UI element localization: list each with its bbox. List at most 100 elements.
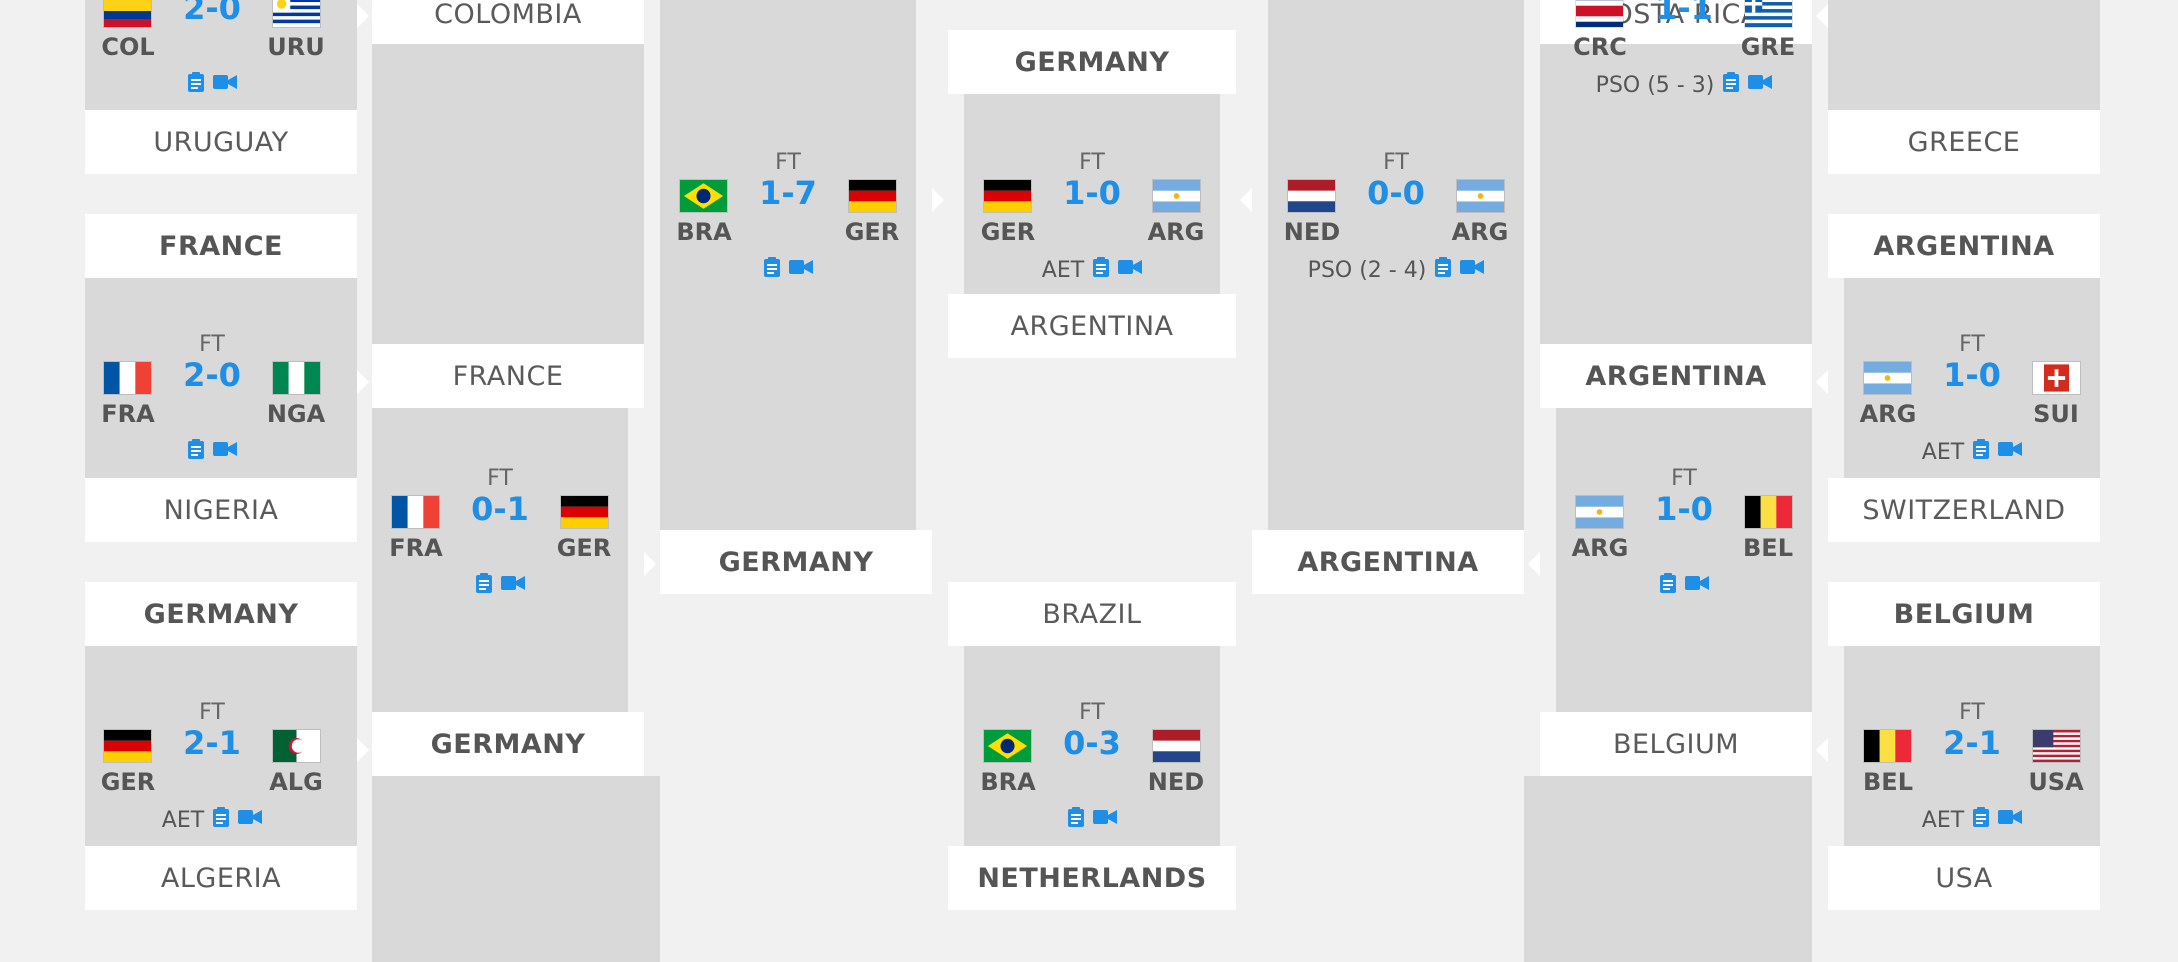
team-france[interactable]: FRANCE (85, 214, 357, 278)
team-name: ARGENTINA (1010, 310, 1174, 342)
gre-flag-icon (1745, 0, 1792, 27)
home-team-code: BEL (1863, 768, 1913, 796)
match-status: FT (199, 332, 225, 357)
match-score[interactable]: 2-0 (183, 356, 241, 394)
clipboard-icon[interactable] (187, 71, 205, 99)
team-name: BELGIUM (1612, 728, 1740, 760)
crc-flag-icon (1576, 0, 1623, 27)
team-brazil[interactable]: BRAZIL (948, 582, 1236, 646)
team-name: NETHERLANDS (977, 862, 1207, 894)
team-name: BRAZIL (1042, 598, 1142, 630)
video-camera-icon[interactable] (1118, 257, 1143, 283)
away-team-code: ARG (1147, 218, 1205, 246)
team-argentina-qf[interactable]: ARGENTINA (1540, 344, 1812, 408)
bracket-arrow (357, 738, 369, 762)
video-camera-icon[interactable] (1748, 72, 1773, 98)
team-usa[interactable]: USA (1828, 846, 2100, 910)
team-argentina-final[interactable]: ARGENTINA (948, 294, 1236, 358)
match-links: AET (1862, 438, 2082, 466)
team-switzerland[interactable]: SWITZERLAND (1828, 478, 2100, 542)
match-note: AET (1921, 807, 1965, 833)
match-score[interactable]: 1-1 (1655, 0, 1713, 27)
match-score[interactable]: 2-0 (183, 0, 241, 27)
match-card-fra-ger[interactable] (372, 408, 628, 712)
clipboard-icon[interactable] (1972, 806, 1990, 834)
team-france-qf[interactable]: FRANCE (372, 344, 644, 408)
team-nigeria[interactable]: NIGERIA (85, 478, 357, 542)
clipboard-icon[interactable] (763, 256, 781, 284)
team-germany-sf[interactable]: GERMANY (660, 530, 932, 594)
match-links (982, 806, 1202, 834)
match-score[interactable]: 1-0 (1943, 356, 2001, 394)
arg-flag-icon (1864, 362, 1911, 394)
clipboard-icon[interactable] (1434, 256, 1452, 284)
team-netherlands[interactable]: NETHERLANDS (948, 846, 1236, 910)
match-score[interactable]: 2-1 (183, 724, 241, 762)
match-links (1574, 572, 1794, 600)
clipboard-icon[interactable] (212, 806, 230, 834)
match-card-crc-gre[interactable] (1828, 0, 2100, 110)
team-colombia[interactable]: COLOMBIA (372, 0, 644, 44)
match-score[interactable]: 2-1 (1943, 724, 2001, 762)
team-belgium-r16[interactable]: BELGIUM (1828, 582, 2100, 646)
team-argentina-sf[interactable]: ARGENTINA (1252, 530, 1524, 594)
team-uruguay[interactable]: URUGUAY (85, 110, 357, 174)
match-score[interactable]: 0-0 (1367, 174, 1425, 212)
video-camera-icon[interactable] (789, 257, 813, 283)
video-camera-icon[interactable] (1998, 807, 2023, 833)
match-score[interactable]: 0-3 (1063, 724, 1121, 762)
team-germany[interactable]: GERMANY (85, 582, 357, 646)
clipboard-icon[interactable] (1722, 71, 1740, 99)
team-name: ARGENTINA (1297, 546, 1479, 578)
clipboard-icon[interactable] (1092, 256, 1110, 284)
match-score[interactable]: 1-7 (759, 174, 817, 212)
match-links: AET (982, 256, 1202, 284)
match-score[interactable]: 1-0 (1655, 490, 1713, 528)
alg-flag-icon (273, 730, 320, 762)
clipboard-icon[interactable] (1067, 806, 1085, 834)
team-argentina-r16[interactable]: ARGENTINA (1828, 214, 2100, 278)
team-name: SWITZERLAND (1862, 494, 2066, 526)
team-germany-final[interactable]: GERMANY (948, 30, 1236, 94)
match-links (678, 256, 898, 284)
match-card-bra-ger[interactable] (660, 0, 916, 530)
video-camera-icon[interactable] (238, 807, 263, 833)
match-score[interactable]: 0-1 (471, 490, 529, 528)
team-germany-qf[interactable]: GERMANY (372, 712, 644, 776)
match-score[interactable]: 1-0 (1063, 174, 1121, 212)
qf-bracket-panel-lower (372, 776, 660, 962)
match-card-arg-bel[interactable] (1556, 408, 1812, 712)
team-name: USA (1935, 862, 1993, 894)
video-camera-icon[interactable] (1685, 573, 1709, 599)
team-belgium-qf[interactable]: BELGIUM (1540, 712, 1812, 776)
team-greece[interactable]: GREECE (1828, 110, 2100, 174)
video-camera-icon[interactable] (213, 439, 237, 465)
team-name: ARGENTINA (1873, 230, 2055, 262)
video-camera-icon[interactable] (501, 573, 525, 599)
clipboard-icon[interactable] (1659, 572, 1677, 600)
clipboard-icon[interactable] (1972, 438, 1990, 466)
clipboard-icon[interactable] (187, 438, 205, 466)
team-algeria[interactable]: ALGERIA (85, 846, 357, 910)
clipboard-icon[interactable] (475, 572, 493, 600)
video-camera-icon[interactable] (1998, 439, 2023, 465)
arg-flag-icon (1576, 496, 1623, 528)
match-note: AET (161, 807, 205, 833)
video-camera-icon[interactable] (1460, 257, 1485, 283)
bracket-arrow (1816, 4, 1828, 28)
video-camera-icon[interactable] (213, 72, 237, 98)
away-team-code: USA (2028, 768, 2084, 796)
video-camera-icon[interactable] (1093, 807, 1117, 833)
